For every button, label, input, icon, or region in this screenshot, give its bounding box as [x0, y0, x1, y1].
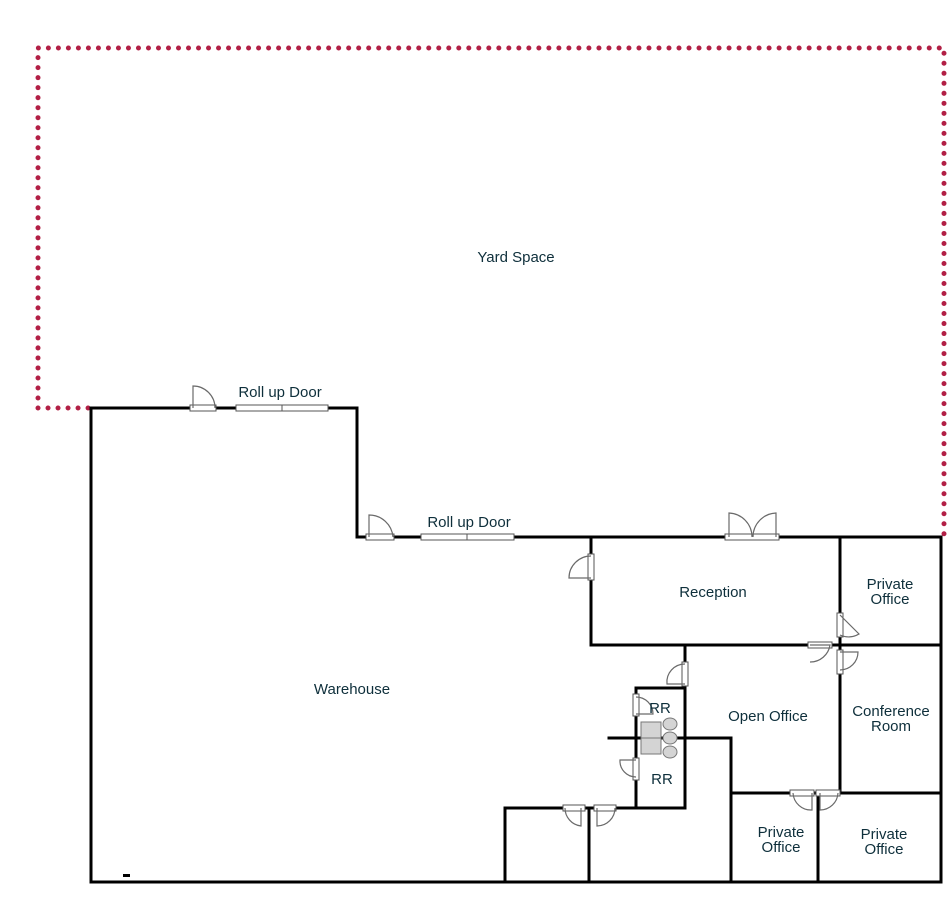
door-restroom-lower[interactable]	[619, 757, 640, 781]
open-office-label: Open Office	[728, 708, 808, 725]
yard-space-label: Yard Space	[477, 249, 554, 266]
reception-label: Reception	[679, 584, 747, 601]
door-reception[interactable]	[568, 553, 595, 581]
private-office-br-label-line1: Private	[861, 826, 908, 843]
door-restroom-upper[interactable]	[632, 693, 654, 717]
rollup-door-upper-label: Roll up Door	[238, 384, 321, 401]
door-hall-north[interactable]	[666, 661, 689, 687]
private-office-bl-label-line2: Office	[762, 839, 801, 856]
storage-rooms-wall	[503, 806, 687, 884]
conference-room-label-line2: Room	[871, 718, 911, 735]
rollup-door-lower-label: Roll up Door	[427, 514, 510, 531]
door-lower-left[interactable]	[365, 514, 395, 541]
toilet-icon	[662, 745, 678, 759]
toilet-icon	[662, 717, 678, 731]
exterior-wall	[89, 406, 943, 884]
rollup-door-upper[interactable]	[235, 404, 329, 412]
toilet-icon	[662, 731, 678, 745]
door-private-office-br[interactable]	[815, 789, 841, 811]
door-conference-room[interactable]	[836, 649, 859, 675]
conference-room-label-line1: Conference	[852, 703, 930, 720]
private-office-top-label-line2: Office	[871, 591, 910, 608]
warehouse-label: Warehouse	[314, 681, 390, 698]
yard-boundary	[35, 45, 947, 540]
door-upper-left[interactable]	[189, 385, 217, 412]
private-office-top-label-line1: Private	[867, 576, 914, 593]
rollup-door-lower[interactable]	[420, 533, 515, 541]
double-door-entrance[interactable]	[724, 512, 780, 541]
private-office-br-label-line2: Office	[865, 841, 904, 858]
private-office-bl-label-line1: Private	[758, 824, 805, 841]
door-private-office-top[interactable]	[836, 612, 860, 638]
restroom-upper-label: RR	[649, 700, 671, 717]
door-storage-left[interactable]	[562, 804, 586, 827]
floor-marker	[123, 874, 130, 877]
restroom-fixtures	[640, 717, 678, 759]
restroom-lower-label: RR	[651, 771, 673, 788]
door-storage-right[interactable]	[593, 804, 617, 827]
door-private-office-bl[interactable]	[789, 789, 815, 811]
door-open-office-north[interactable]	[807, 641, 833, 663]
